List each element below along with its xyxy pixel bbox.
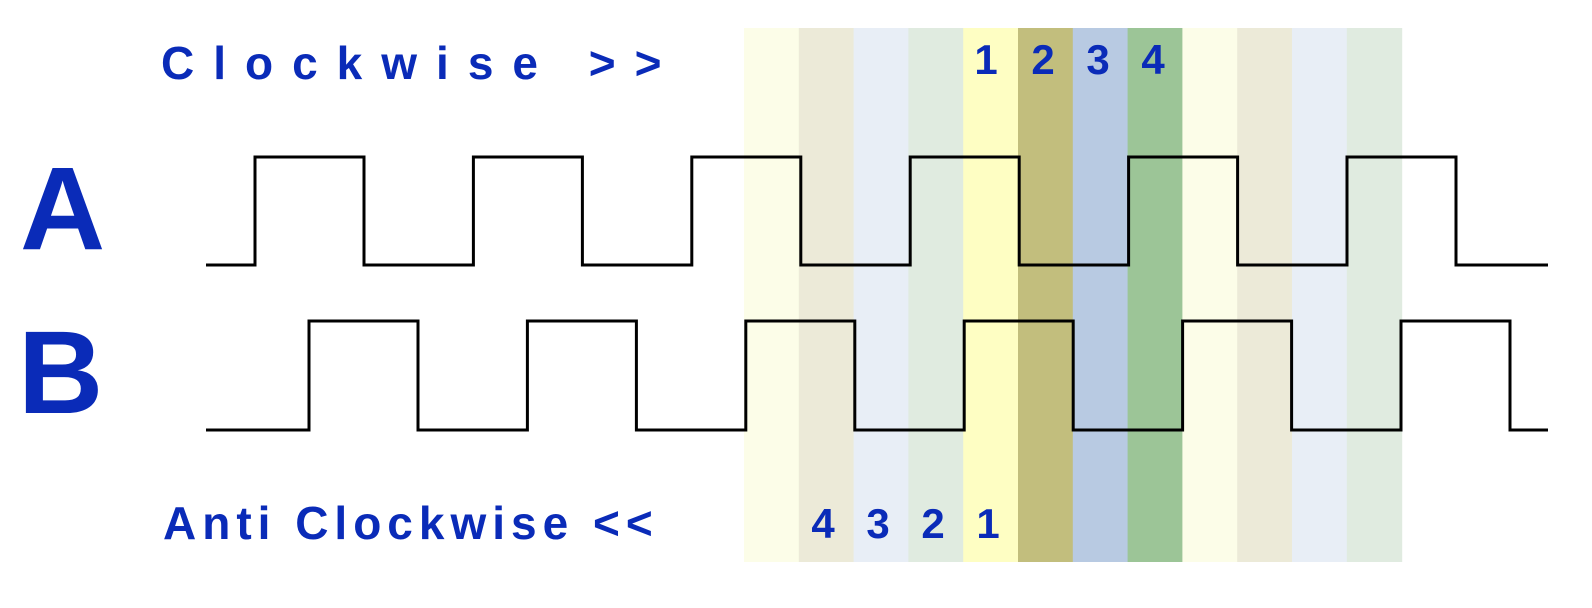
clockwise-step-3: 3 (1086, 36, 1109, 83)
phase-bands (744, 28, 1403, 562)
anti-clockwise-step-3: 3 (866, 500, 889, 547)
highlighted-phase-band (1018, 28, 1074, 562)
phase-band (1237, 28, 1293, 562)
highlighted-phase-band (1072, 28, 1129, 562)
phase-band (908, 28, 964, 562)
channel-b-label: B (18, 307, 103, 439)
anti-clockwise-step-4: 4 (811, 500, 835, 547)
phase-band (798, 28, 855, 562)
highlighted-phase-band (1127, 28, 1183, 562)
phase-band (1346, 28, 1403, 562)
anti-clockwise-heading: Anti Clockwise << (163, 497, 659, 549)
phase-band (853, 28, 909, 562)
clockwise-step-4: 4 (1141, 36, 1165, 83)
phase-band (1182, 28, 1238, 562)
anti-clockwise-step-1: 1 (976, 500, 999, 547)
highlighted-phase-band (963, 28, 1019, 562)
phase-band (1292, 28, 1348, 562)
anti-clockwise-step-2: 2 (921, 500, 944, 547)
clockwise-step-1: 1 (974, 36, 997, 83)
channel-b-waveform (206, 319, 1548, 432)
clockwise-step-2: 2 (1031, 36, 1054, 83)
clockwise-heading: Clockwise >> (161, 37, 681, 89)
channel-a-label: A (20, 143, 105, 275)
phase-band (744, 28, 800, 562)
channel-a-waveform (206, 155, 1548, 267)
